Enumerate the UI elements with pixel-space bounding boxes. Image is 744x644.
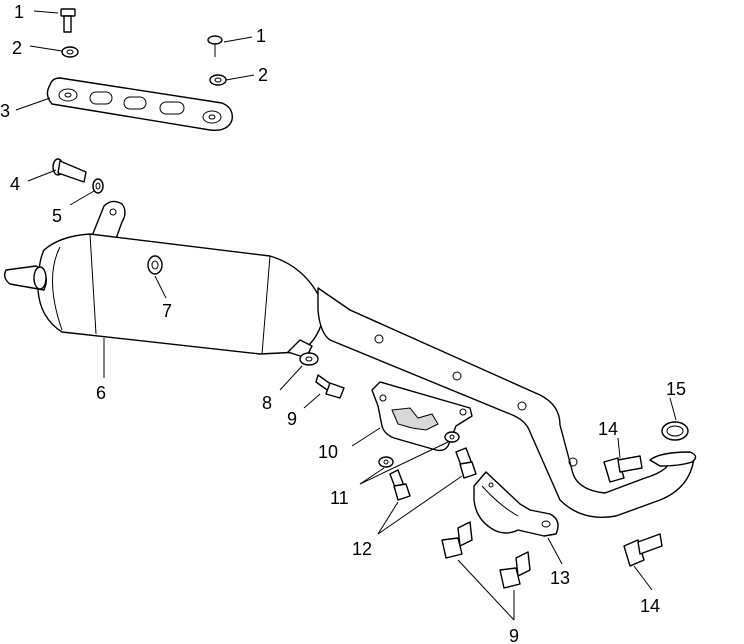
part-bolt-9-lower-left[interactable]: [441, 521, 473, 559]
part-bolt-9-lower-right[interactable]: [499, 551, 531, 589]
leader-lines: [15, 10, 677, 621]
callout-13: 13: [550, 568, 570, 588]
callout-9a: 9: [287, 409, 297, 429]
part-bolt-14-lower[interactable]: [623, 533, 663, 567]
callout-8: 8: [262, 393, 272, 413]
part-gasket-15[interactable]: [661, 421, 689, 441]
callout-14a: 14: [598, 419, 618, 439]
callout-14b: 14: [640, 596, 660, 616]
callout-10: 10: [318, 442, 338, 462]
callout-11: 11: [330, 488, 349, 508]
part-bolt-top-right[interactable]: [207, 35, 223, 57]
part-washer-11-right[interactable]: [444, 431, 460, 443]
part-bolt-14-upper[interactable]: [603, 455, 643, 483]
part-bolt-4[interactable]: [52, 158, 87, 183]
callout-5: 5: [52, 206, 62, 226]
callout-12: 12: [352, 539, 372, 559]
callout-2b: 2: [258, 65, 268, 85]
callout-2a: 2: [12, 38, 22, 58]
part-bolt-12-right[interactable]: [455, 447, 477, 479]
callout-3: 3: [0, 101, 10, 121]
part-clamp-13[interactable]: [473, 471, 559, 537]
part-washer-8[interactable]: [299, 352, 319, 366]
part-bolt-9-upper[interactable]: [315, 374, 345, 399]
part-exhaust-pipe[interactable]: [317, 287, 697, 518]
part-washer-11-left[interactable]: [378, 456, 394, 468]
callout-15: 15: [666, 379, 686, 399]
callout-6: 6: [96, 383, 106, 403]
callout-9b: 9: [509, 626, 519, 644]
callout-4: 4: [10, 174, 20, 194]
part-washer-top-left[interactable]: [61, 46, 79, 58]
part-bolt-top-left[interactable]: [60, 8, 76, 33]
callout-1b: 1: [256, 26, 266, 46]
part-washer-top-right[interactable]: [209, 74, 227, 86]
callout-7: 7: [162, 301, 172, 321]
callout-1a: 1: [14, 2, 24, 22]
part-bolt-12-left[interactable]: [389, 469, 411, 501]
part-washer-5[interactable]: [92, 178, 104, 194]
part-mounting-bracket[interactable]: [46, 77, 233, 131]
